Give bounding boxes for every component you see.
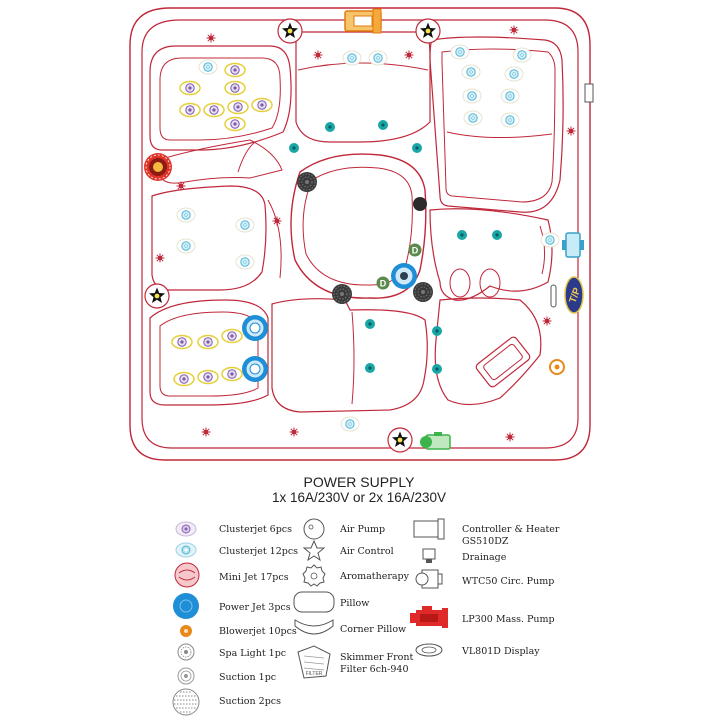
spa-layout-diagram: T/P D D — [129, 7, 594, 461]
tp-label: T/P — [568, 286, 584, 305]
drainage-icon — [422, 548, 436, 563]
legend-label: Blowerjet 10pcs — [219, 626, 297, 637]
legend-label: Suction 1pc — [219, 672, 277, 683]
clusterjet-6-icon — [175, 521, 197, 537]
aromatherapy-icon — [302, 564, 326, 587]
mini-jet-icon — [174, 562, 200, 588]
drain-marker-label: D — [380, 279, 387, 289]
drain-marker-label: D — [412, 246, 419, 256]
corner-pillow-icon — [294, 619, 334, 635]
skimmer-icon: FILTER — [297, 645, 331, 679]
legend-label: Skimmer Front — [340, 652, 414, 663]
legend-label: Filter 6ch-940 — [340, 664, 409, 675]
skimmer-filter-text: FILTER — [306, 671, 323, 677]
legend-label: Suction 2pcs — [219, 696, 281, 707]
legend-label: LP300 Mass. Pump — [462, 614, 555, 625]
spa-light-icon — [177, 643, 195, 661]
legend-label: VL801D Display — [462, 646, 540, 657]
circ-pump-icon — [415, 569, 443, 589]
legend-label: Mini Jet 17pcs — [219, 572, 289, 583]
legend-label: Air Control — [340, 546, 394, 557]
legend-label: Air Pump — [340, 524, 386, 535]
legend-label: Pillow — [340, 598, 370, 609]
legend-label: Spa Light 1pc — [219, 648, 287, 659]
clusterjet-12-icon — [175, 542, 197, 558]
display-icon — [415, 643, 443, 657]
legend-label: Corner Pillow — [340, 624, 407, 635]
mass-pump-icon — [410, 606, 448, 628]
legend-label: Drainage — [462, 552, 507, 563]
suction-2-icon — [172, 688, 200, 716]
power-jet-icon — [173, 593, 199, 619]
legend-label: GS510DZ — [462, 536, 509, 547]
power-supply-title: POWER SUPPLY — [303, 474, 415, 490]
legend-label: Clusterjet 12pcs — [219, 546, 299, 557]
legend-label: Controller & Heater — [462, 524, 560, 535]
air-control-icon — [302, 539, 326, 562]
pillow-icon — [293, 591, 335, 613]
suction-1-icon — [177, 667, 195, 685]
legend-label: WTC50 Circ. Pump — [462, 576, 555, 587]
legend-label: Power Jet 3pcs — [219, 602, 291, 613]
legend-label: Clusterjet 6pcs — [219, 524, 293, 535]
controller-heater-icon — [413, 518, 445, 540]
air-pump-icon — [303, 518, 325, 540]
blowerjet-icon — [180, 625, 192, 637]
power-supply-spec: 1x 16A/230V or 2x 16A/230V — [271, 490, 447, 505]
legend-label: Aromatherapy — [340, 571, 410, 582]
